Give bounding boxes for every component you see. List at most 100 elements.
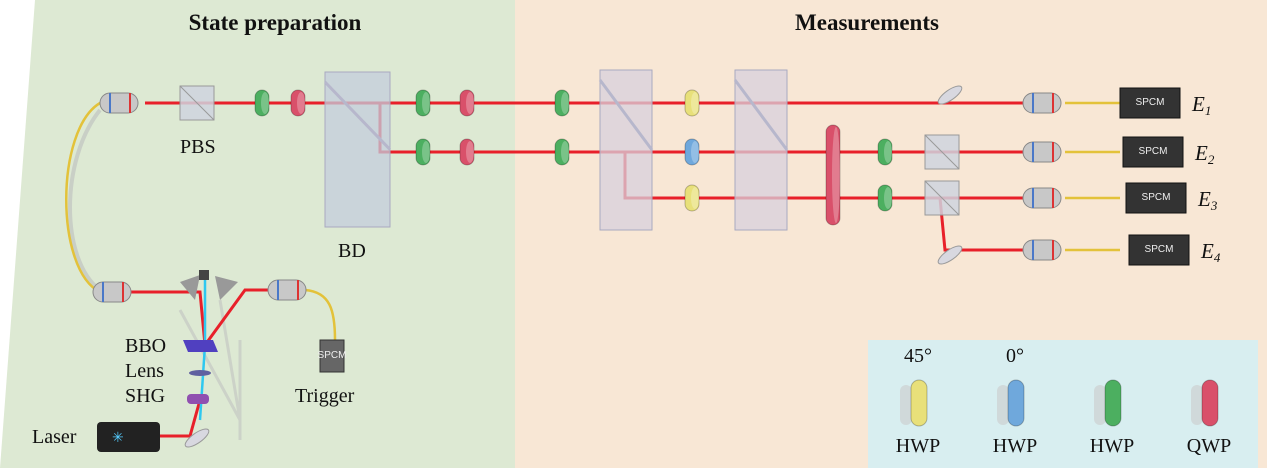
trigger-spcm-label: SPCM <box>318 350 347 361</box>
trigger-label: Trigger <box>295 385 355 407</box>
fiber-coupler <box>267 279 307 301</box>
beam-displacer-2-edge <box>598 79 654 151</box>
hwp-0-face <box>691 141 699 163</box>
hwp-green-face <box>884 141 892 163</box>
legend-shadow <box>997 385 1009 425</box>
spcm-label: SPCM <box>1139 146 1168 157</box>
hwp-green <box>877 184 893 212</box>
hwp-green-face <box>261 92 269 114</box>
fiber-coupler <box>92 281 132 303</box>
trigger-spcm <box>319 339 345 373</box>
laser-box <box>97 422 160 452</box>
beam-displacer-edge <box>323 80 392 151</box>
detector-index: 3 <box>1210 198 1218 213</box>
spcm-label: SPCM <box>1142 192 1171 203</box>
beam-displacer-2 <box>599 69 653 231</box>
laser-beam <box>160 399 202 438</box>
detector-index: 4 <box>1214 250 1221 265</box>
qwp-large-face <box>832 127 840 223</box>
detector-label: E4 <box>1200 239 1221 265</box>
spcm-label: SPCM <box>1145 244 1174 255</box>
hwp-green-face <box>884 187 892 209</box>
legend-waveplate-icon <box>1104 379 1122 427</box>
legend-label: HWP <box>1090 435 1134 457</box>
pbs-cube-diag <box>179 85 215 121</box>
state-preparation-title: State preparation <box>189 10 362 35</box>
shg-label: SHG <box>125 385 165 407</box>
lens-label: Lens <box>125 360 164 382</box>
legend-waveplate-icon <box>1007 379 1025 427</box>
spcm-detector <box>1122 136 1184 168</box>
pbs-label: PBS <box>180 136 216 158</box>
hwp-green-face <box>561 92 569 114</box>
hwp-green <box>415 138 431 166</box>
lens <box>189 370 211 376</box>
laser-label: Laser <box>32 426 77 448</box>
prism <box>215 276 238 300</box>
legend-shadow <box>1094 385 1106 425</box>
beam-displacer <box>324 71 391 228</box>
mirror <box>937 245 963 265</box>
qwp-red-face <box>297 92 305 114</box>
detector-name: E <box>1200 239 1214 263</box>
qwp-red <box>290 89 306 117</box>
detector-coupler <box>1022 187 1062 209</box>
detector-label: E1 <box>1191 92 1211 118</box>
prism <box>180 275 200 300</box>
beam-displacer-3-edge <box>733 79 789 151</box>
spcm-detector <box>1119 87 1181 119</box>
fiber-trigger <box>304 288 337 341</box>
detector-coupler <box>1022 141 1062 163</box>
detector-name: E <box>1194 141 1208 165</box>
pbs-cube-diag <box>924 180 960 216</box>
beam-dump <box>199 270 209 280</box>
hwp-green <box>554 138 570 166</box>
legend-label: HWP <box>993 435 1037 457</box>
hwp-45-face <box>691 187 699 209</box>
hwp-green-face <box>422 141 430 163</box>
qwp-red <box>459 138 475 166</box>
detector-label: E3 <box>1197 187 1218 213</box>
fiber-left <box>65 101 101 294</box>
pbs-cube-diag <box>924 134 960 170</box>
legend-angle: 45° <box>904 345 932 367</box>
legend-waveplate-icon <box>910 379 928 427</box>
state-preparation-panel <box>0 0 515 468</box>
shg-crystal <box>187 394 209 404</box>
spcm-label: SPCM <box>1136 97 1165 108</box>
beam-displacer-3 <box>734 69 788 231</box>
hwp-45-face <box>691 92 699 114</box>
spcm-detector <box>1125 182 1187 214</box>
fiber-coupler <box>99 92 139 114</box>
legend-shadow <box>900 385 912 425</box>
bbo-label: BBO <box>125 335 166 357</box>
mirror <box>184 428 210 448</box>
detector-coupler <box>1022 239 1062 261</box>
hwp-green <box>554 89 570 117</box>
laser-star-icon: ✳ <box>112 431 124 446</box>
hwp-0 <box>684 138 700 166</box>
hwp-45 <box>684 89 700 117</box>
legend-waveplate-icon <box>1201 379 1219 427</box>
mirror <box>937 85 963 105</box>
detector-label: E2 <box>1194 141 1215 167</box>
detector-name: E <box>1197 187 1211 211</box>
hwp-green <box>415 89 431 117</box>
legend-angle: 0° <box>1006 345 1024 367</box>
hwp-green <box>254 89 270 117</box>
shadow-fiber <box>68 108 102 292</box>
legend-label: HWP <box>896 435 940 457</box>
qwp-red <box>459 89 475 117</box>
detector-index: 2 <box>1208 152 1215 167</box>
qwp-large <box>825 124 841 226</box>
detector-coupler <box>1022 92 1062 114</box>
detector-index: 1 <box>1205 103 1212 118</box>
spcm-detector <box>1128 234 1190 266</box>
bbo-crystal <box>183 340 218 352</box>
hwp-green <box>877 138 893 166</box>
measurements-title: Measurements <box>795 10 939 35</box>
